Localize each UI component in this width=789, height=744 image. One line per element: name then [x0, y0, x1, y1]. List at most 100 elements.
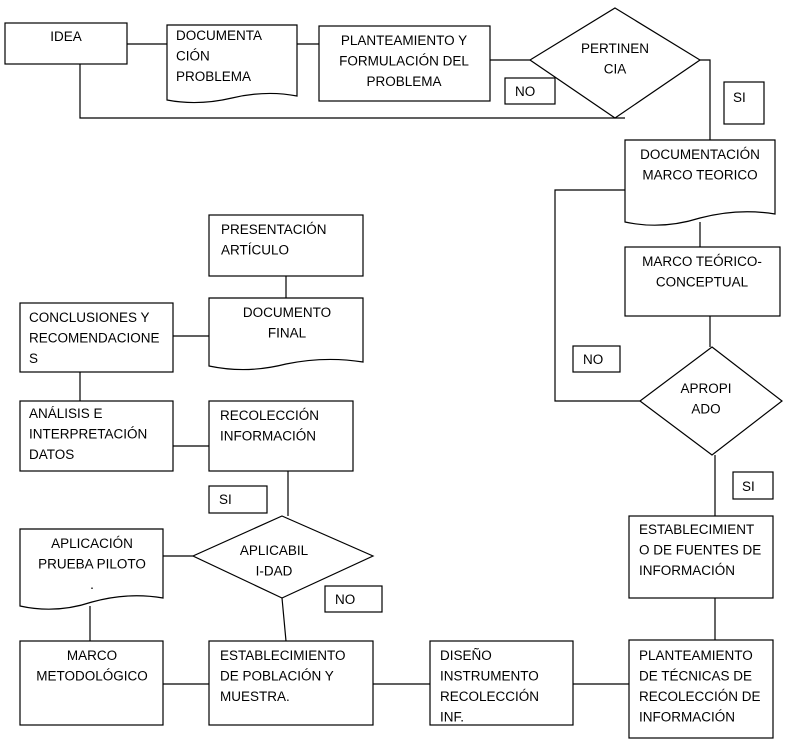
connectors — [79, 43, 716, 685]
label-line: SI — [219, 492, 232, 507]
node-idea: IDEA — [4, 22, 128, 65]
label-line: APROPI — [680, 381, 731, 396]
node-diseno-instrumento-label: DISEÑO INSTRUMENTO RECOLECCIÓN INF. — [440, 648, 539, 725]
label-line: DOCUMENTO — [243, 305, 331, 320]
label-line: PLANTEAMIENTO Y — [341, 33, 467, 48]
label-si-aplicabilidad-text: SI — [219, 492, 232, 507]
label-line: ESTABLECIMIENTO — [220, 648, 346, 663]
connector-pertinencia-si — [700, 59, 711, 140]
label-line: MUESTRA. — [220, 689, 290, 704]
label-line: CIÓN — [176, 49, 210, 64]
label-line: NO — [335, 592, 355, 607]
decision-pertinencia: PERTINEN CIA — [528, 7, 702, 119]
node-marco-teorico-label: MARCO TEÓRICO- CONCEPTUAL — [642, 254, 762, 290]
node-analisis-label: ANÁLISIS E INTERPRETACIÓN DATOS — [29, 406, 147, 462]
label-line: . — [90, 577, 94, 592]
label-line: CONCLUSIONES Y — [29, 310, 150, 325]
node-recoleccion-label: RECOLECCIÓN INFORMACIÓN — [220, 408, 319, 444]
label-line: INSTRUMENTO — [440, 669, 539, 684]
label-line: RECOLECCIÓN — [220, 408, 319, 423]
node-presentacion-label: PRESENTACIÓN ARTÍCULO — [221, 222, 327, 258]
node-poblacion-label: ESTABLECIMIENTO DE POBLACIÓN Y MUESTRA. — [220, 648, 346, 704]
label-line: ARTÍCULO — [221, 243, 289, 258]
label-line: O DE FUENTES DE — [639, 543, 761, 558]
label-line: PRESENTACIÓN — [221, 222, 327, 237]
label-line: FORMULACIÓN DEL — [339, 54, 469, 69]
label-line: DOCUMENTA — [176, 28, 262, 43]
node-poblacion: ESTABLECIMIENTO DE POBLACIÓN Y MUESTRA. — [208, 640, 374, 726]
node-conclusiones-label: CONCLUSIONES Y RECOMENDACIONE S — [29, 310, 160, 366]
label-line: I-DAD — [256, 564, 293, 579]
label-line: SI — [733, 90, 746, 105]
label-no-pertinencia-text: NO — [515, 84, 535, 99]
label-line: RECOMENDACIONE — [29, 331, 160, 346]
node-analisis: ANÁLISIS E INTERPRETACIÓN DATOS — [19, 400, 174, 472]
node-marco-metodologico-label: MARCO METODOLÓGICO — [36, 648, 148, 684]
label-line: ANÁLISIS E — [29, 406, 103, 421]
node-marco-metodologico: MARCO METODOLÓGICO — [19, 640, 164, 726]
label-line: FINAL — [268, 326, 307, 341]
label-no-pertinencia: NO — [504, 77, 556, 105]
label-line: METODOLÓGICO — [36, 669, 148, 684]
label-line: NO — [583, 352, 603, 367]
connector-apropiado-no-loop — [554, 189, 640, 402]
label-line: RECOLECCIÓN DE — [639, 689, 761, 704]
node-documento-final: DOCUMENTO FINAL — [208, 297, 364, 371]
node-documentacion-problema-label: DOCUMENTA CIÓN PROBLEMA — [176, 28, 262, 84]
label-line: PERTINEN — [581, 41, 649, 56]
label-line: MARCO — [67, 648, 117, 663]
label-line: DISEÑO — [440, 648, 492, 663]
decision-pertinencia-label: PERTINEN CIA — [581, 41, 649, 77]
label-line: RECOLECCIÓN — [440, 689, 539, 704]
label-line: DE TÉCNICAS DE — [639, 669, 752, 684]
label-line: DATOS — [29, 447, 74, 462]
label-line: INTERPRETACIÓN — [29, 427, 147, 442]
node-recoleccion: RECOLECCIÓN INFORMACIÓN — [208, 400, 354, 472]
label-line: MARCO TEORICO — [642, 168, 757, 183]
label-line: ESTABLECIMIENT — [639, 522, 754, 537]
label-line: CONCEPTUAL — [656, 275, 749, 290]
node-planteamiento-problema-label: PLANTEAMIENTO Y FORMULACIÓN DEL PROBLEMA — [339, 33, 469, 89]
label-line: PROBLEMA — [176, 69, 251, 84]
node-conclusiones: CONCLUSIONES Y RECOMENDACIONE S — [19, 302, 174, 373]
node-prueba-piloto: APLICACIÓN PRUEBA PILOTO. — [19, 528, 164, 610]
node-documento-final-label: DOCUMENTO FINAL — [243, 305, 331, 341]
label-si-apropiado: SI — [732, 471, 774, 500]
label-si-aplicabilidad: SI — [208, 485, 268, 514]
connector-pertinencia-no-loop — [79, 64, 625, 119]
label-line: APLICABIL — [240, 543, 309, 558]
label-line: PRUEBA PILOTO — [38, 557, 146, 572]
decision-aplicabilidad-label: APLICABIL I-DAD — [240, 543, 309, 579]
node-diseno-instrumento: DISEÑO INSTRUMENTO RECOLECCIÓN INF. — [429, 640, 574, 726]
label-line: CIA — [604, 62, 627, 77]
label-si-pertinencia-text: SI — [733, 90, 746, 105]
label-no-apropiado: NO — [572, 345, 621, 373]
label-line: MARCO TEÓRICO- — [642, 254, 762, 269]
label-no-apropiado-text: NO — [583, 352, 603, 367]
node-documentacion-marco-label: DOCUMENTACIÓN MARCO TEORICO — [640, 147, 760, 183]
label-line: INFORMACIÓN — [639, 710, 735, 725]
label-line: DE POBLACIÓN Y — [220, 669, 334, 684]
node-marco-teorico: MARCO TEÓRICO- CONCEPTUAL — [624, 246, 781, 317]
label-line: INF. — [440, 710, 464, 725]
label-line: INFORMACIÓN — [220, 429, 316, 444]
node-documentacion-marco: DOCUMENTACIÓN MARCO TEORICO — [624, 139, 776, 226]
label-line: DOCUMENTACIÓN — [640, 147, 760, 162]
node-presentacion: PRESENTACIÓN ARTÍCULO — [208, 214, 364, 277]
label-line: APLICACIÓN — [51, 536, 133, 551]
label-no-aplicabilidad-text: NO — [335, 592, 355, 607]
label-line: PROBLEMA — [366, 74, 441, 89]
node-documentacion-problema: DOCUMENTA CIÓN PROBLEMA — [166, 24, 298, 104]
label-line: NO — [515, 84, 535, 99]
label-line: IDEA — [50, 29, 82, 44]
label-si-pertinencia: SI — [723, 81, 765, 125]
label-line: S — [29, 351, 38, 366]
label-line: SI — [742, 479, 755, 494]
node-planteamiento-problema: PLANTEAMIENTO Y FORMULACIÓN DEL PROBLEMA — [318, 25, 491, 102]
